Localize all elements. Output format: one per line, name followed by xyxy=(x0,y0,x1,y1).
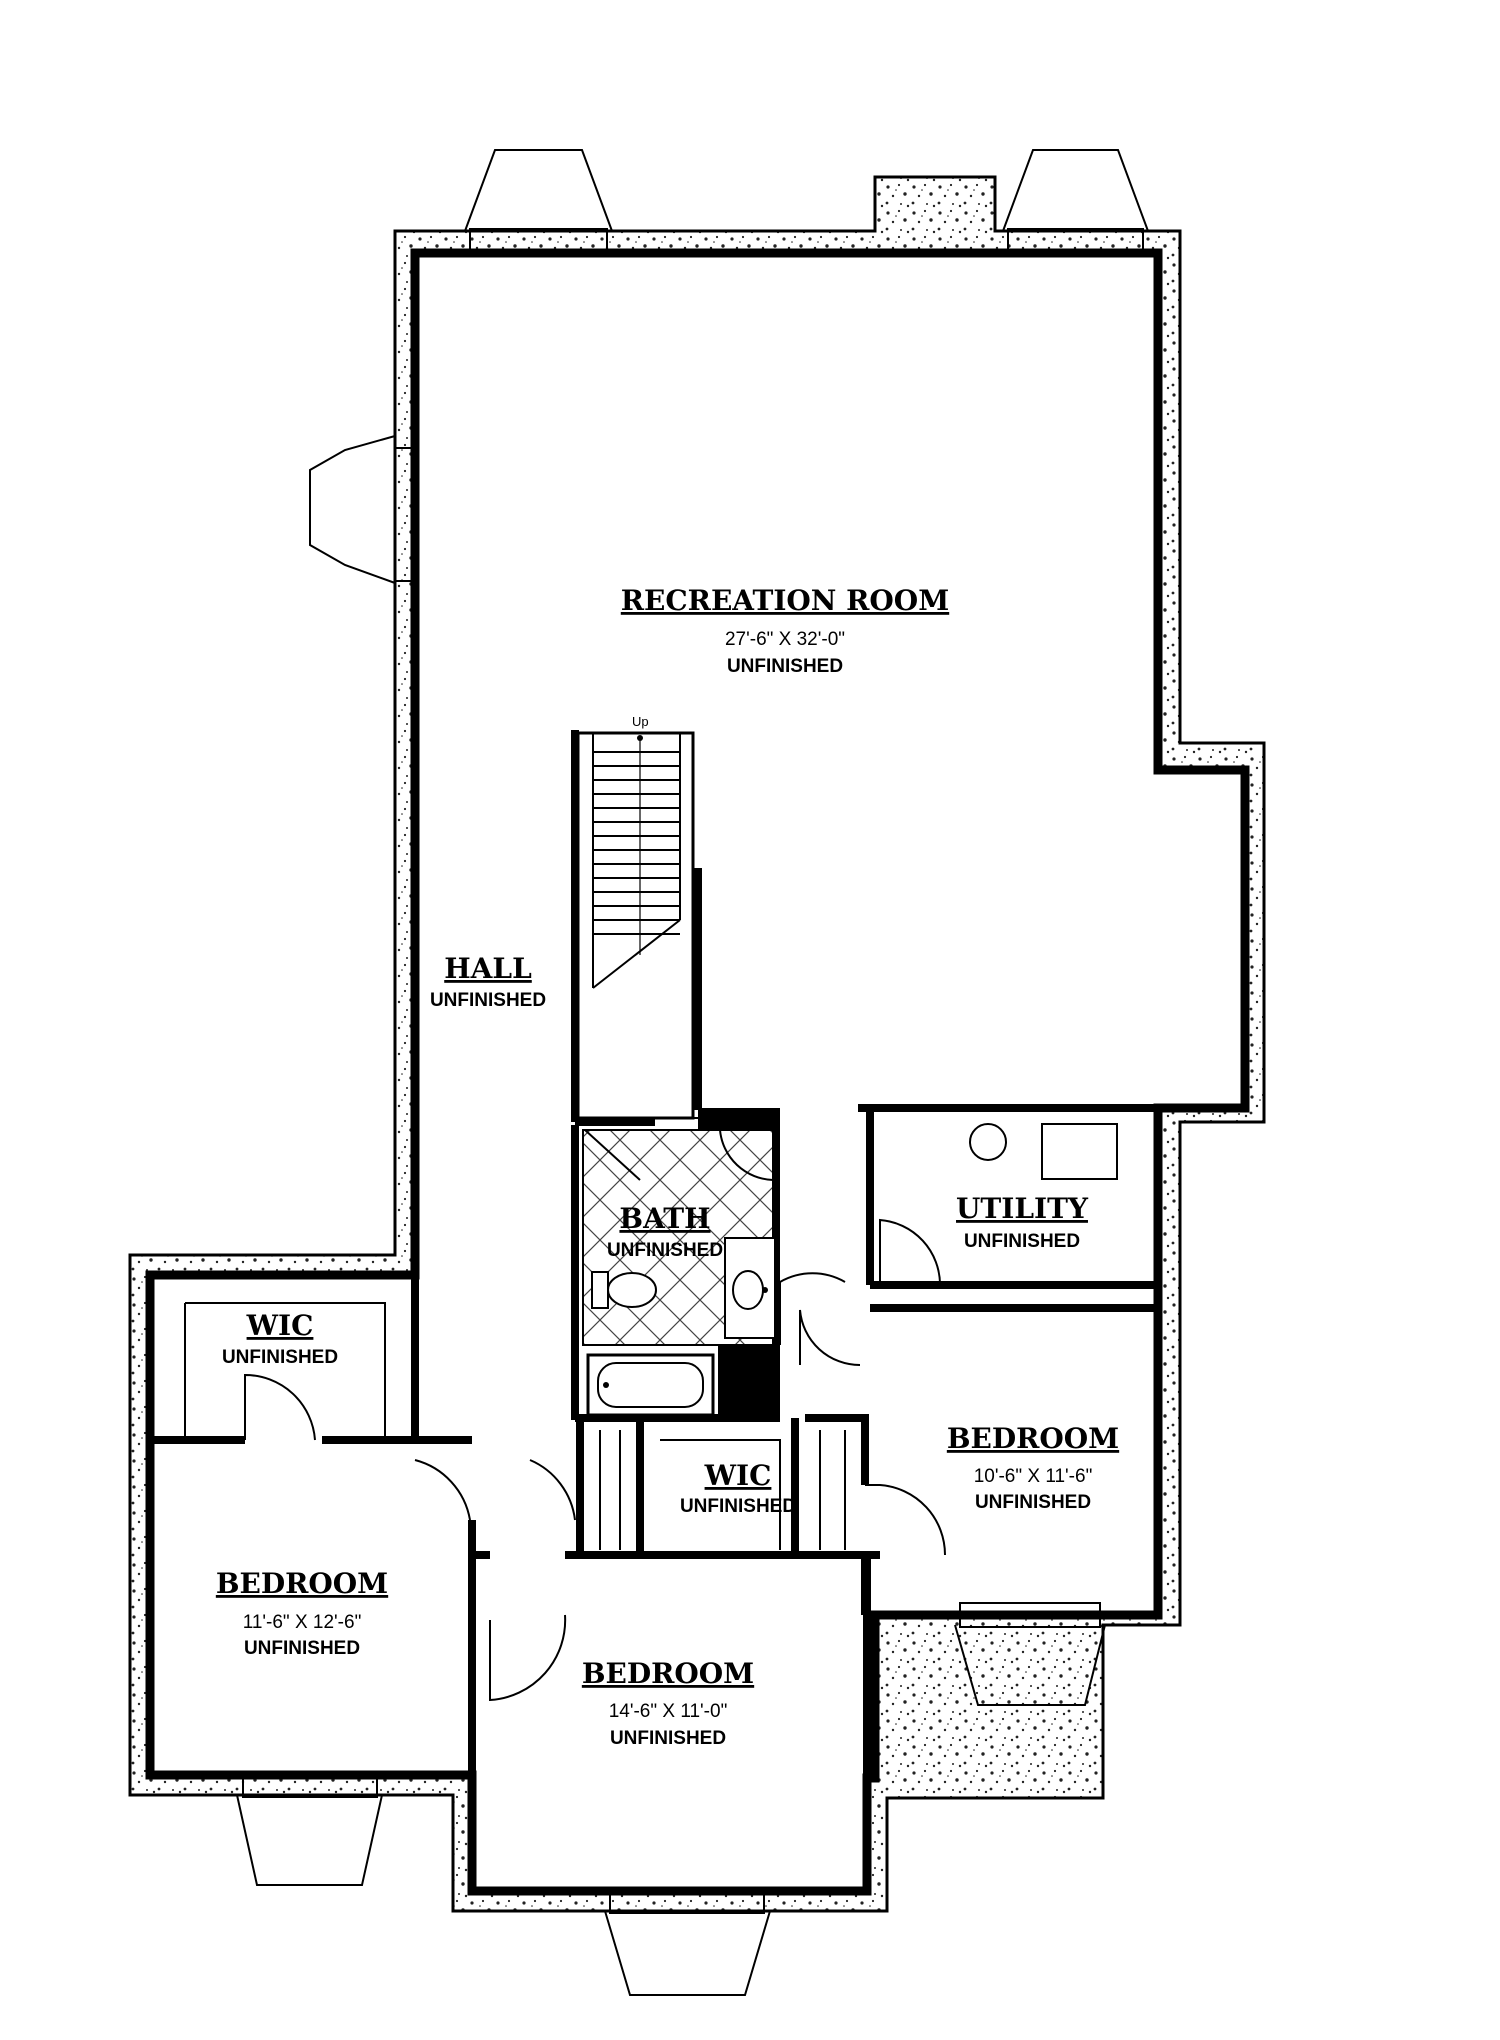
stair-up-label: Up xyxy=(632,714,649,729)
svg-text:BEDROOM: BEDROOM xyxy=(582,1657,754,1690)
room-label-hall: HALL UNFINISHED xyxy=(430,952,546,1011)
svg-text:14'-6" X 11'-0": 14'-6" X 11'-0" xyxy=(609,1701,728,1722)
room-label-wic-center: WIC UNFINISHED xyxy=(680,1459,796,1517)
svg-text:11'-6" X 12'-6": 11'-6" X 12'-6" xyxy=(243,1612,362,1633)
svg-text:WIC: WIC xyxy=(704,1459,772,1492)
svg-text:27'-6" X 32'-0": 27'-6" X 32'-0" xyxy=(725,629,845,650)
svg-text:BEDROOM: BEDROOM xyxy=(216,1567,388,1600)
svg-text:UNFINISHED: UNFINISHED xyxy=(222,1347,338,1368)
svg-text:10'-6" X 11'-6": 10'-6" X 11'-6" xyxy=(974,1466,1093,1487)
svg-text:UNFINISHED: UNFINISHED xyxy=(975,1492,1091,1513)
room-label-bedroom-right: BEDROOM 10'-6" X 11'-6" UNFINISHED xyxy=(947,1422,1119,1513)
svg-text:UNFINISHED: UNFINISHED xyxy=(610,1728,726,1749)
svg-text:UNFINISHED: UNFINISHED xyxy=(607,1240,723,1261)
utility-fixtures xyxy=(969,1123,1118,1180)
svg-text:RECREATION ROOM: RECREATION ROOM xyxy=(621,584,949,617)
bay-windows xyxy=(236,149,1149,1996)
svg-text:WIC: WIC xyxy=(246,1309,314,1342)
svg-text:UNFINISHED: UNFINISHED xyxy=(680,1496,796,1517)
svg-text:UNFINISHED: UNFINISHED xyxy=(727,656,843,677)
svg-text:UNFINISHED: UNFINISHED xyxy=(430,990,546,1011)
svg-text:UTILITY: UTILITY xyxy=(956,1192,1089,1225)
room-label-utility: UTILITY UNFINISHED xyxy=(956,1192,1089,1252)
bath-fixtures xyxy=(582,1129,776,1417)
room-label-bedroom-center: BEDROOM 14'-6" X 11'-0" UNFINISHED xyxy=(582,1657,754,1749)
door-swings xyxy=(244,1129,947,1702)
room-label-bath: BATH UNFINISHED xyxy=(607,1202,723,1261)
staircase: Up xyxy=(576,714,698,1120)
svg-text:UNFINISHED: UNFINISHED xyxy=(244,1638,360,1659)
svg-text:UNFINISHED: UNFINISHED xyxy=(964,1231,1080,1252)
room-label-wic-left: WIC UNFINISHED xyxy=(222,1309,338,1368)
closet-shelving xyxy=(184,1302,846,1550)
room-label-bedroom-left: BEDROOM 11'-6" X 12'-6" UNFINISHED xyxy=(216,1567,388,1659)
svg-text:BEDROOM: BEDROOM xyxy=(947,1422,1119,1455)
svg-text:HALL: HALL xyxy=(444,952,532,985)
room-label-recreation: RECREATION ROOM 27'-6" X 32'-0" UNFINISH… xyxy=(621,584,949,677)
svg-text:BATH: BATH xyxy=(619,1202,710,1235)
